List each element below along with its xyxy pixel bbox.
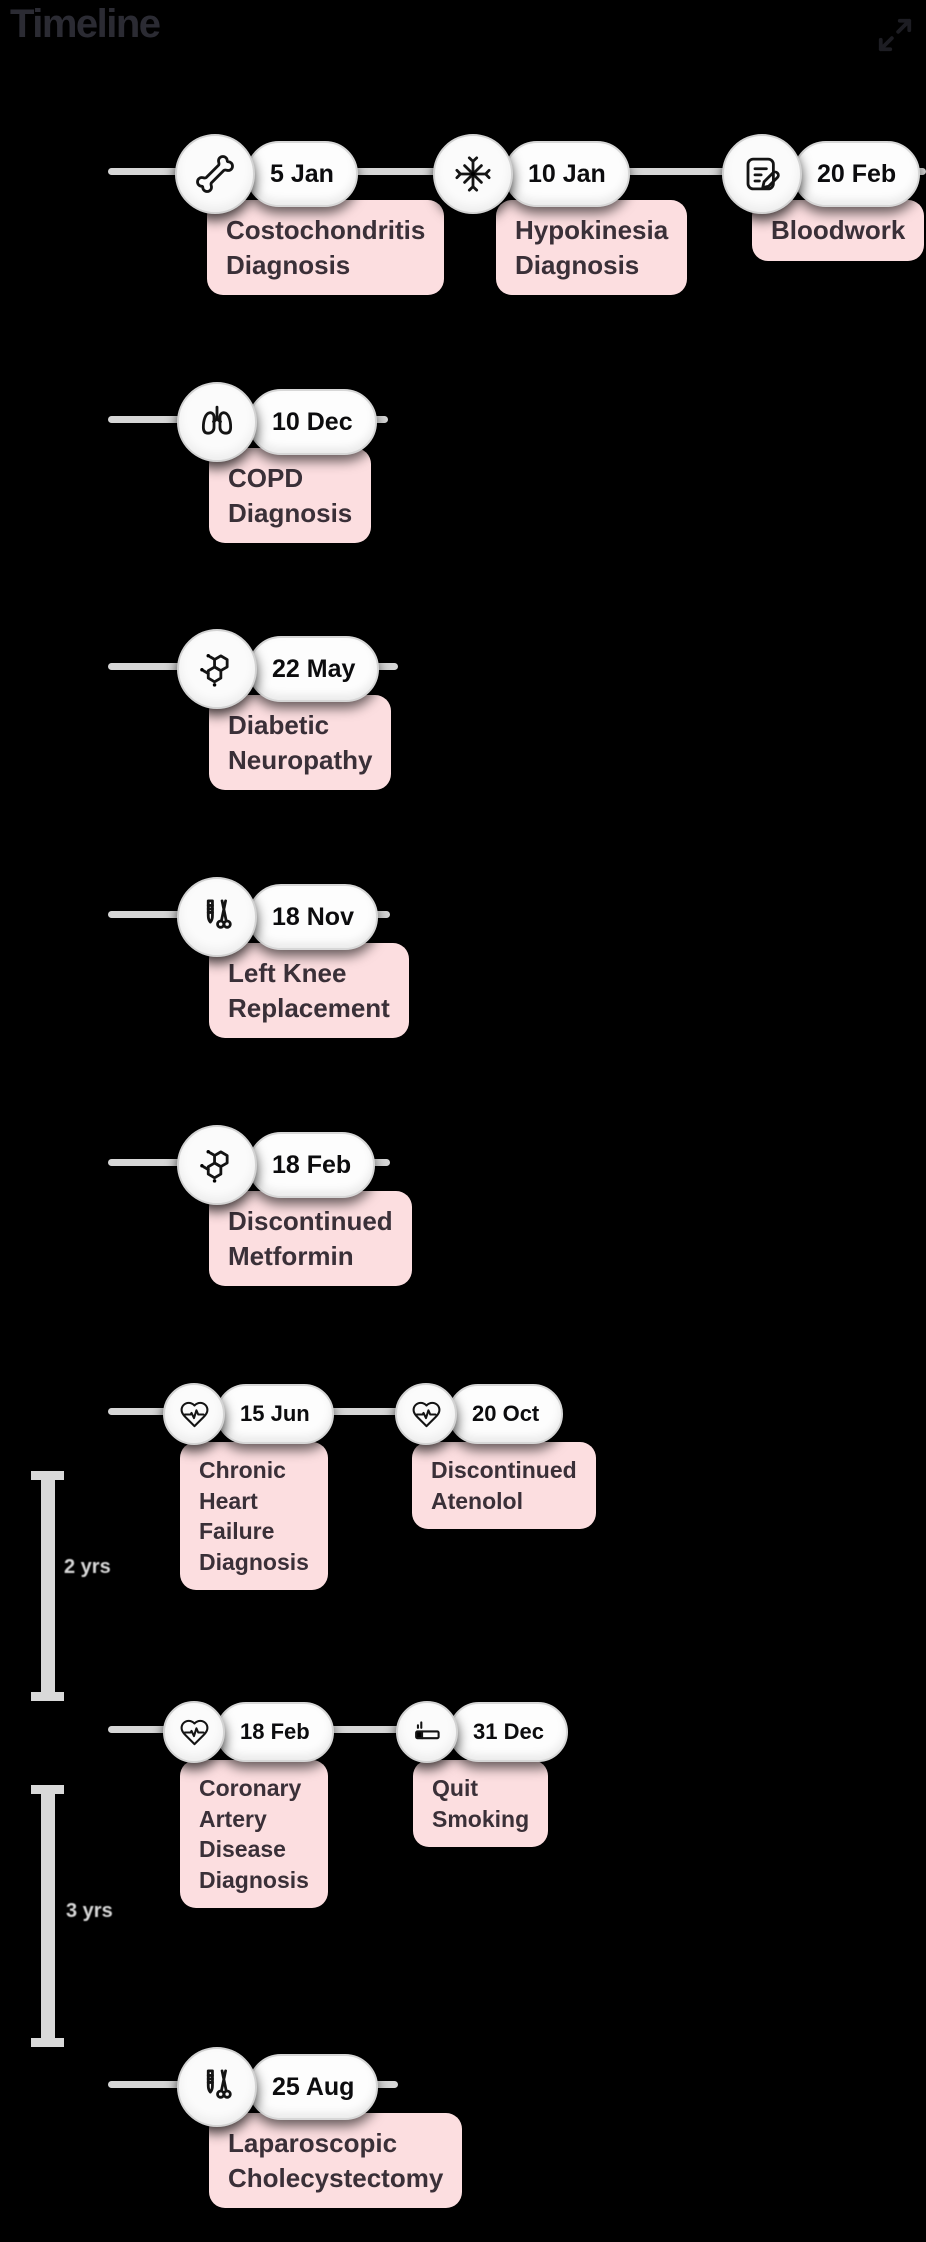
event-node[interactable] bbox=[175, 134, 255, 214]
event-node[interactable] bbox=[395, 1383, 457, 1445]
event-date-pill[interactable]: 22 May bbox=[248, 636, 380, 702]
event-date-pill[interactable]: 20 Oct bbox=[448, 1384, 564, 1444]
event-date-pill[interactable]: 10 Jan bbox=[504, 141, 630, 207]
event-node[interactable] bbox=[396, 1701, 458, 1763]
bone-icon bbox=[194, 153, 236, 195]
event-node[interactable] bbox=[722, 134, 802, 214]
surgical-tools-icon bbox=[196, 896, 238, 938]
event-label: Diabetic Neuropathy bbox=[209, 695, 392, 791]
event-node[interactable] bbox=[433, 134, 513, 214]
heart-pulse-icon bbox=[411, 1399, 442, 1430]
heart-pulse-icon bbox=[179, 1399, 210, 1430]
event-node[interactable] bbox=[163, 1383, 225, 1445]
event-node[interactable] bbox=[177, 629, 257, 709]
lab-report-icon bbox=[741, 153, 783, 195]
heart-pulse-icon bbox=[179, 1717, 210, 1748]
molecule-icon bbox=[196, 648, 238, 690]
event-node[interactable] bbox=[177, 382, 257, 462]
event-label: Chronic Heart Failure Diagnosis bbox=[180, 1442, 328, 1591]
event-node[interactable] bbox=[177, 1125, 257, 1205]
molecule-icon bbox=[196, 1144, 238, 1186]
event-date-pill[interactable]: 25 Aug bbox=[248, 2054, 379, 2120]
event-node[interactable] bbox=[177, 877, 257, 957]
neuron-icon bbox=[452, 153, 494, 195]
expand-button[interactable] bbox=[876, 16, 914, 54]
event-label: Coronary Artery Disease Diagnosis bbox=[180, 1760, 328, 1909]
event-label: Hypokinesia Diagnosis bbox=[496, 200, 688, 296]
event-node[interactable] bbox=[177, 2047, 257, 2127]
event-label: Left Knee Replacement bbox=[209, 943, 409, 1039]
event-label: Laparoscopic Cholecystectomy bbox=[209, 2113, 463, 2209]
event-label: Quit Smoking bbox=[413, 1760, 549, 1848]
event-label: Discontinued Atenolol bbox=[412, 1442, 596, 1530]
event-date-pill[interactable]: 31 Dec bbox=[449, 1702, 568, 1762]
event-date-pill[interactable]: 20 Feb bbox=[793, 141, 921, 207]
cigarette-icon bbox=[412, 1717, 443, 1748]
event-date-pill[interactable]: 5 Jan bbox=[246, 141, 358, 207]
event-label: COPD Diagnosis bbox=[209, 448, 372, 544]
lungs-icon bbox=[196, 401, 238, 443]
time-gap-label: 3 yrs bbox=[66, 1900, 113, 1922]
surgical-tools-icon bbox=[196, 2066, 238, 2108]
event-date-pill[interactable]: 18 Nov bbox=[248, 884, 378, 950]
event-date-pill[interactable]: 10 Dec bbox=[248, 389, 377, 455]
event-label: Costochondritis Diagnosis bbox=[207, 200, 445, 296]
event-label: Bloodwork bbox=[752, 200, 925, 261]
time-gap-bracket bbox=[31, 1471, 64, 1701]
maximize-icon bbox=[876, 16, 914, 54]
event-date-pill[interactable]: 15 Jun bbox=[216, 1384, 334, 1444]
event-label: Discontinued Metformin bbox=[209, 1191, 412, 1287]
time-gap-label: 2 yrs bbox=[64, 1556, 111, 1578]
event-node[interactable] bbox=[163, 1701, 225, 1763]
time-gap-bracket bbox=[31, 1785, 64, 2047]
event-date-pill[interactable]: 18 Feb bbox=[248, 1132, 376, 1198]
page-title: Timeline bbox=[10, 2, 161, 46]
event-date-pill[interactable]: 18 Feb bbox=[216, 1702, 334, 1762]
